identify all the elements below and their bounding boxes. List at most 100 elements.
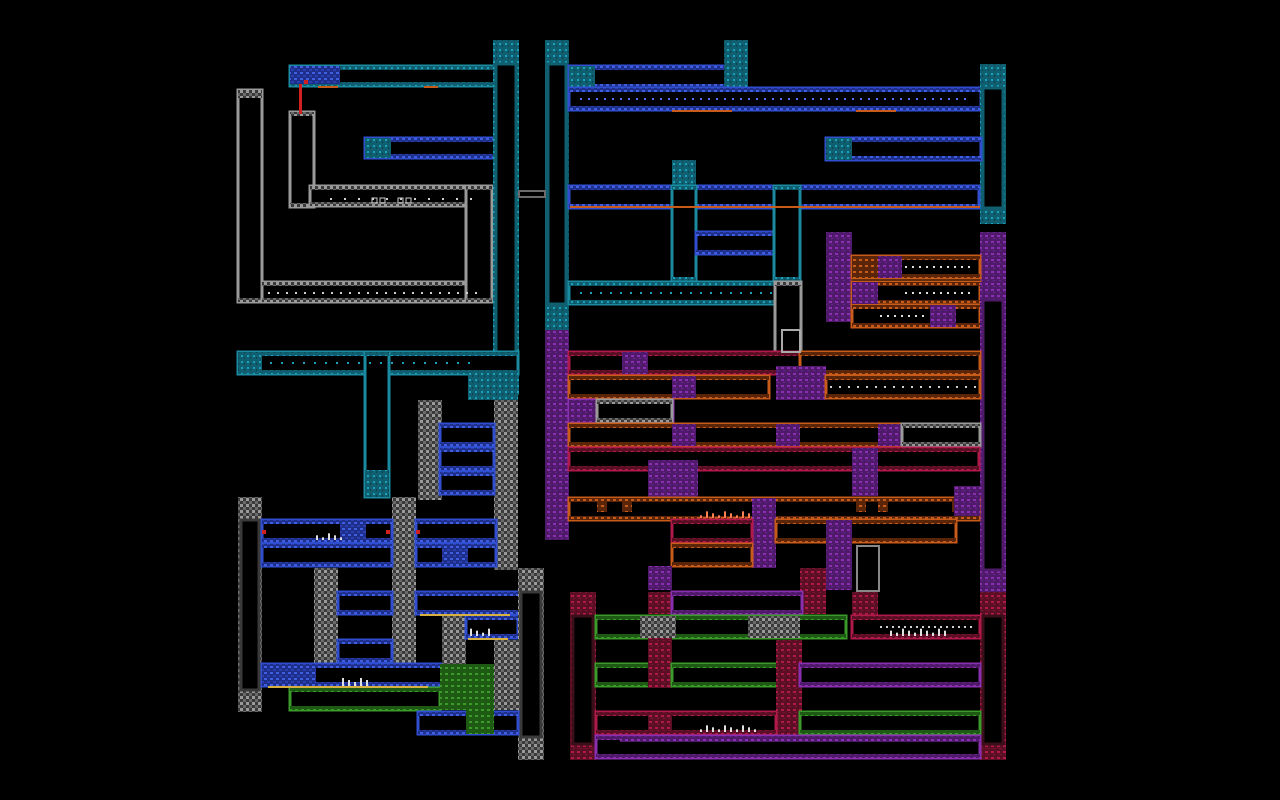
map-room bbox=[239, 518, 261, 692]
map-spike bbox=[718, 729, 720, 732]
map-speck bbox=[848, 386, 850, 388]
map-room-ceiling bbox=[569, 424, 979, 428]
map-speck bbox=[281, 362, 283, 364]
map-speck bbox=[844, 98, 846, 100]
map-block bbox=[262, 664, 316, 686]
map-block bbox=[800, 568, 826, 614]
map-speck bbox=[358, 198, 360, 200]
map-speck bbox=[894, 315, 896, 317]
map-room-ceiling bbox=[416, 520, 496, 524]
map-block bbox=[340, 520, 366, 542]
map-spike bbox=[754, 729, 756, 732]
map-speck bbox=[860, 98, 862, 100]
map-room bbox=[464, 184, 494, 304]
map-spike bbox=[730, 513, 732, 518]
map-speck bbox=[330, 198, 332, 200]
map-room-ceiling bbox=[826, 376, 980, 380]
map-speck bbox=[369, 362, 371, 364]
map-speck bbox=[828, 98, 830, 100]
map-speck bbox=[929, 386, 931, 388]
map-block bbox=[776, 640, 802, 740]
map-speck bbox=[820, 98, 822, 100]
map-block bbox=[238, 352, 262, 374]
map-speck bbox=[372, 198, 374, 200]
map-speck bbox=[770, 292, 772, 294]
map-marker bbox=[262, 530, 266, 534]
map-speck bbox=[367, 292, 369, 294]
map-speck bbox=[756, 98, 758, 100]
map-room-ceiling bbox=[569, 88, 981, 92]
map-room-floor bbox=[238, 298, 262, 302]
map-speck bbox=[893, 386, 895, 388]
map-room-floor bbox=[262, 298, 492, 302]
map-speck bbox=[670, 292, 672, 294]
map-block bbox=[569, 400, 597, 422]
map-speck bbox=[286, 292, 288, 294]
map-speck bbox=[764, 98, 766, 100]
map-platform bbox=[672, 110, 732, 112]
map-block bbox=[365, 138, 391, 158]
map-room-ceiling bbox=[852, 305, 980, 309]
map-room-ceiling bbox=[826, 138, 981, 142]
map-speck bbox=[596, 98, 598, 100]
map-spike bbox=[736, 729, 738, 732]
map-speck bbox=[692, 98, 694, 100]
map-spike bbox=[348, 680, 350, 686]
map-room-floor bbox=[800, 730, 980, 734]
map-room-ceiling bbox=[774, 186, 800, 190]
map-room-ceiling bbox=[569, 376, 769, 380]
map-spike bbox=[488, 628, 490, 636]
map-room-floor bbox=[800, 682, 980, 686]
map-block bbox=[648, 460, 698, 500]
map-block bbox=[640, 616, 676, 638]
map-details bbox=[262, 80, 980, 732]
map-speck bbox=[965, 386, 967, 388]
map-speck bbox=[852, 98, 854, 100]
map-speck bbox=[952, 626, 954, 628]
map-speck bbox=[304, 292, 306, 294]
map-room bbox=[546, 62, 568, 306]
map-speck bbox=[740, 98, 742, 100]
map-spike bbox=[706, 511, 708, 518]
map-speck bbox=[580, 292, 582, 294]
map-room-floor bbox=[774, 277, 800, 281]
map-room bbox=[494, 62, 518, 376]
map-room-floor bbox=[569, 300, 801, 304]
map-speck bbox=[724, 98, 726, 100]
map-speck bbox=[604, 98, 606, 100]
map-platform bbox=[424, 86, 438, 88]
map-speck bbox=[600, 292, 602, 294]
map-room-floor bbox=[672, 538, 752, 542]
map-room-floor bbox=[826, 394, 980, 398]
map-arch bbox=[856, 545, 880, 592]
map-rooms bbox=[236, 40, 1006, 760]
map-speck bbox=[314, 362, 316, 364]
map-speck bbox=[421, 292, 423, 294]
map-block bbox=[776, 424, 800, 446]
map-speck bbox=[612, 98, 614, 100]
map-speck bbox=[912, 266, 914, 268]
map-block bbox=[954, 486, 980, 516]
map-speck bbox=[336, 362, 338, 364]
map-speck bbox=[884, 98, 886, 100]
map-spike bbox=[712, 513, 714, 518]
map-speck bbox=[901, 315, 903, 317]
map-speck bbox=[402, 362, 404, 364]
map-spike bbox=[342, 678, 344, 686]
map-speck bbox=[732, 98, 734, 100]
map-speck bbox=[940, 266, 942, 268]
map-speck bbox=[448, 292, 450, 294]
map-room-floor bbox=[596, 634, 846, 638]
map-speck bbox=[922, 626, 924, 628]
map-speck bbox=[940, 98, 942, 100]
map-speck bbox=[325, 362, 327, 364]
map-speck bbox=[796, 98, 798, 100]
map-room-floor bbox=[466, 298, 492, 302]
map-speck bbox=[947, 292, 949, 294]
map-speck bbox=[750, 292, 752, 294]
map-room-floor bbox=[262, 562, 392, 566]
map-speck bbox=[331, 292, 333, 294]
map-room-ceiling bbox=[672, 186, 696, 190]
map-room-ceiling bbox=[800, 712, 980, 716]
